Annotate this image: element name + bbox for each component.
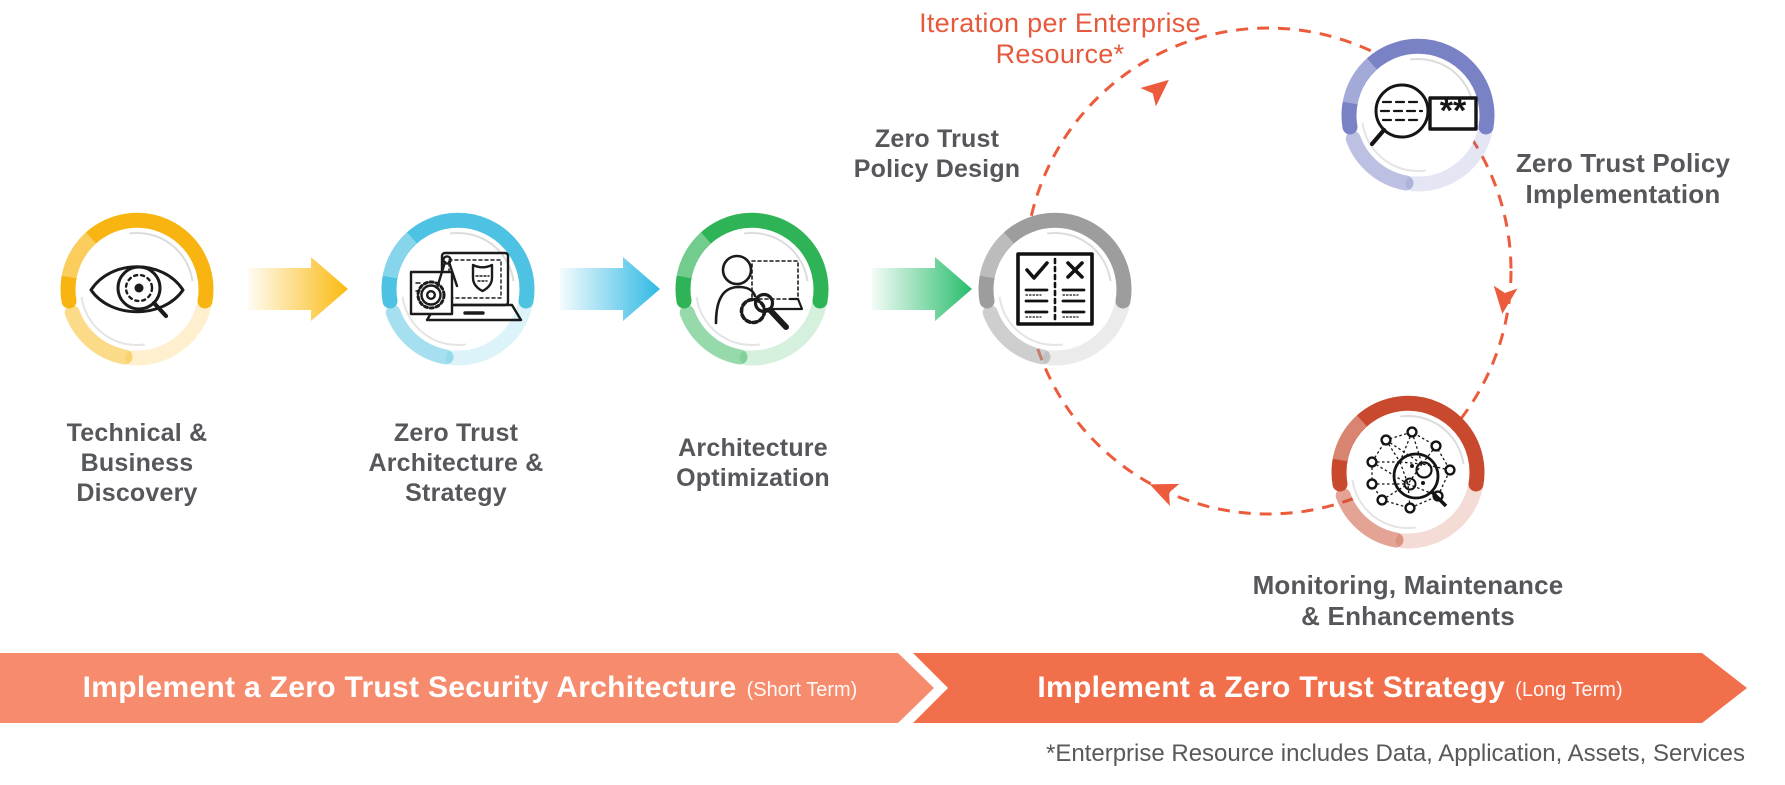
node-monitoring-maintenance-enhancements xyxy=(1331,395,1485,549)
flow-arrow xyxy=(560,257,660,321)
iteration-loop-arrowheads xyxy=(1140,79,1518,506)
label-line: Policy Design xyxy=(853,155,1021,183)
label-line: Discovery xyxy=(76,479,198,507)
banner-short-term-term: (Short Term) xyxy=(746,678,858,701)
flow-arrow xyxy=(248,257,348,321)
label-line: Monitoring, Maintenance xyxy=(1252,570,1564,600)
node-zero-trust-policy-implementation xyxy=(1341,38,1495,192)
label-zero-trust-policy-design: Zero Trust Policy Design xyxy=(817,124,1057,184)
banner-long-term-text: Implement a Zero Trust Strategy (Long Te… xyxy=(900,653,1760,723)
banner-short-term-text: Implement a Zero Trust Security Architec… xyxy=(20,653,920,723)
label-line: Architecture & xyxy=(368,449,544,477)
label-monitoring-maintenance-enhancements: Monitoring, Maintenance & Enhancements xyxy=(1248,570,1568,632)
label-line: & Enhancements xyxy=(1301,601,1515,631)
label-line: Optimization xyxy=(676,464,830,492)
flow-arrow xyxy=(872,257,972,321)
label-architecture-optimization: Architecture Optimization xyxy=(633,433,873,493)
label-line: Zero Trust xyxy=(874,125,1000,153)
timeline-banners xyxy=(0,645,1747,731)
banner-long-term-term: (Long Term) xyxy=(1515,678,1623,701)
node-technical-business-discovery xyxy=(60,212,214,366)
node-zero-trust-architecture-strategy xyxy=(381,212,535,366)
banner-short-term-shape xyxy=(0,653,934,723)
label-zero-trust-architecture-strategy: Zero Trust Architecture & Strategy xyxy=(336,418,576,508)
label-zero-trust-policy-implementation: Zero Trust Policy Implementation xyxy=(1483,148,1763,210)
loop-arrowhead xyxy=(1140,79,1169,107)
loop-arrowhead xyxy=(1493,285,1518,314)
node-zero-trust-policy-design xyxy=(978,212,1132,366)
banner-short-term-label: Implement a Zero Trust Security Architec… xyxy=(82,671,737,704)
node-architecture-optimization xyxy=(675,212,829,366)
flow-arrows xyxy=(248,257,972,321)
checklist-book-icon xyxy=(1016,252,1094,326)
label-line: Implementation xyxy=(1525,179,1721,209)
label-line: Strategy xyxy=(405,479,507,507)
label-line: Architecture xyxy=(678,434,828,462)
loop-arrowhead xyxy=(1149,483,1180,506)
banner-long-term-shape xyxy=(885,653,1747,723)
enterprise-resource-footnote: *Enterprise Resource includes Data, Appl… xyxy=(1045,740,1745,767)
label-technical-business-discovery: Technical & Business Discovery xyxy=(17,418,257,508)
label-line: Technical & xyxy=(66,419,208,447)
process-nodes xyxy=(60,38,1495,549)
label-line: Zero Trust Policy xyxy=(1515,148,1731,178)
label-line: Zero Trust xyxy=(393,419,519,447)
banner-long-term-label: Implement a Zero Trust Strategy xyxy=(1037,671,1506,704)
iteration-loop-title: Iteration per Enterprise Resource* xyxy=(919,8,1201,69)
label-line: Business xyxy=(80,449,194,477)
